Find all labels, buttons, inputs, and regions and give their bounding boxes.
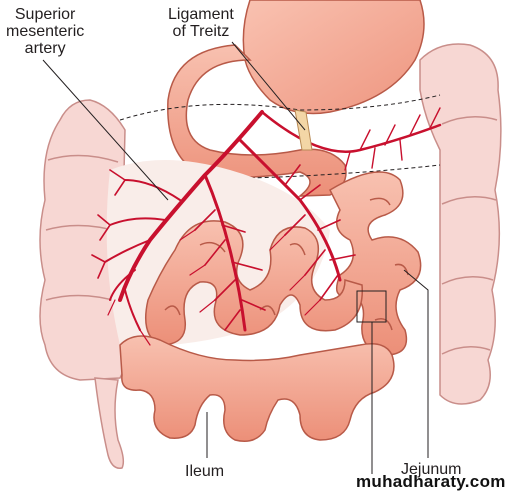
- stomach: [242, 0, 425, 115]
- label-ligament-of-treitz: Ligament of Treitz: [168, 6, 234, 40]
- label-ileum: Ileum: [185, 463, 225, 480]
- ligament-of-treitz: [294, 109, 313, 151]
- superior-mesenteric-artery-tree: [91, 107, 442, 346]
- label-superior-mesenteric-artery: Superior mesenteric artery: [6, 6, 84, 57]
- leader-lines: [42, 41, 429, 474]
- label-line: Superior: [14, 6, 76, 23]
- label-line: artery: [24, 40, 66, 57]
- watermark: muhadharaty.com: [356, 472, 506, 491]
- label-line: of Treitz: [172, 23, 230, 40]
- detail-box: [356, 290, 387, 323]
- colon: [39, 43, 502, 469]
- label-jejunum: Jejunum: [401, 461, 462, 478]
- label-line: Ligament: [168, 6, 234, 23]
- small-intestine: [119, 171, 422, 442]
- label-line: mesenteric: [6, 23, 85, 40]
